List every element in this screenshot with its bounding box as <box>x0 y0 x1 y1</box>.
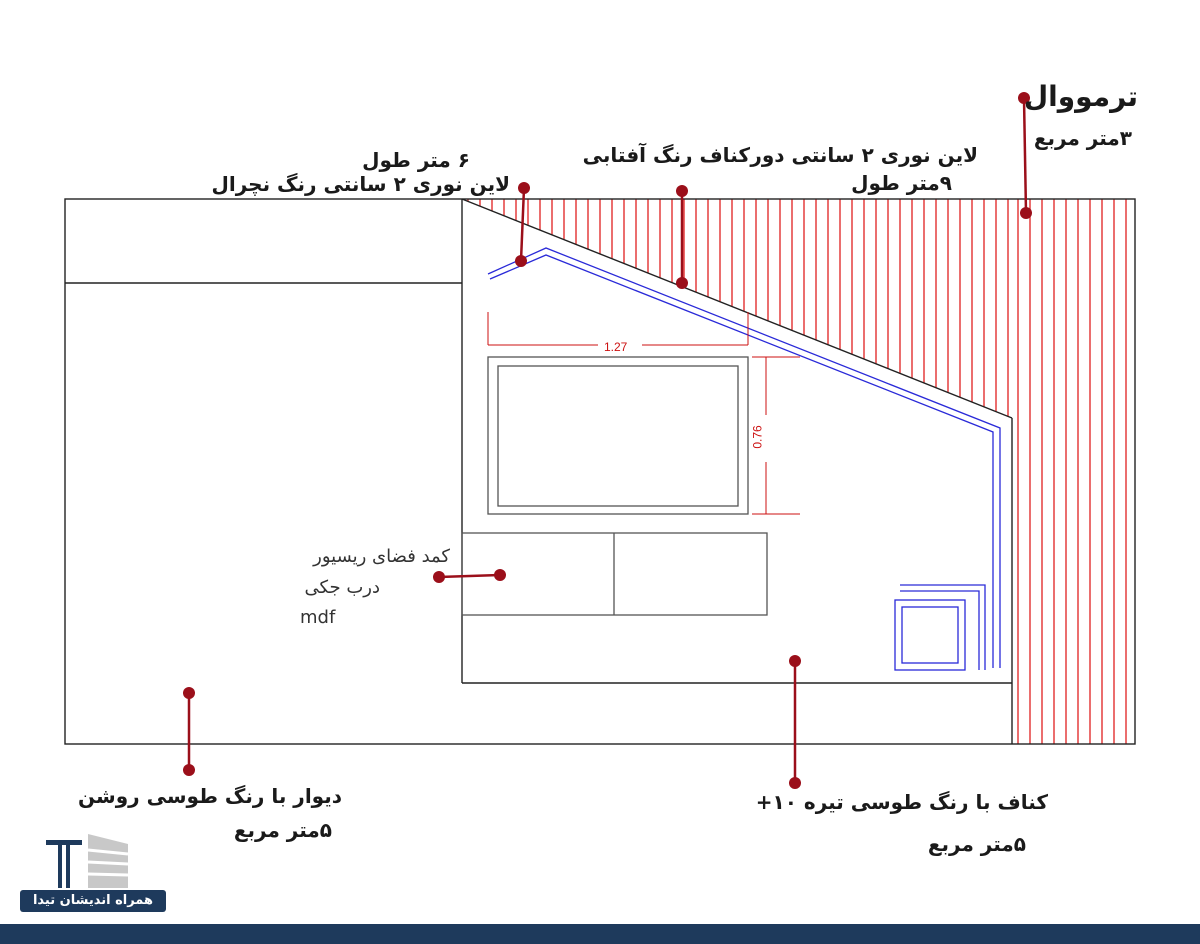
wall-desc: دیوار با رنگ طوسی روشن <box>78 784 342 808</box>
height-dimension <box>752 356 800 515</box>
wall-area: ۵متر مربع <box>233 818 332 842</box>
neon-around-desc: لاین نوری ۲ سانتی دور <box>750 143 978 167</box>
tv-frame <box>487 356 749 515</box>
cabinet-door: درب جکی <box>304 577 380 598</box>
drywall-area: ۵متر مربع <box>927 832 1026 856</box>
tv-width-label: 1.27 <box>604 340 628 354</box>
callout-cove <box>676 185 688 289</box>
neon-around-length: ۹متر طول <box>851 171 952 195</box>
cove-color-label: کناف رنگ آفتابی <box>582 143 750 167</box>
corner-detail <box>894 584 986 671</box>
callout-cabinet <box>433 569 506 583</box>
wall-outline <box>64 198 1136 745</box>
callout-neon-top <box>515 182 530 267</box>
receiver-cabinet <box>461 532 768 616</box>
thermowall-title: ترمووال <box>1023 80 1138 113</box>
callout-thermowall <box>1018 92 1032 219</box>
neon-top-desc: لاین نوری ۲ سانتی رنگ نچرال <box>211 172 511 196</box>
callout-drywall <box>789 655 801 789</box>
callout-wall <box>183 687 195 776</box>
drywall-desc: کناف با رنگ طوسی تیره ۱۰+ <box>755 790 1048 814</box>
logo-text: همراه اندیشان تیدا <box>20 890 166 912</box>
building-logo-icon <box>46 834 129 888</box>
neon-top-length: ۶ متر طول <box>362 148 470 172</box>
thermowall-hatch <box>1017 199 1127 744</box>
cabinet-desc: کمد فضای ریسیور <box>313 546 450 567</box>
cabinet-material: mdf <box>300 607 336 628</box>
footer-bar <box>0 924 1200 944</box>
thermowall-area: ۳متر مربع <box>1033 126 1132 150</box>
tv-height-label: 0.76 <box>750 425 765 449</box>
width-dimension <box>487 312 749 346</box>
